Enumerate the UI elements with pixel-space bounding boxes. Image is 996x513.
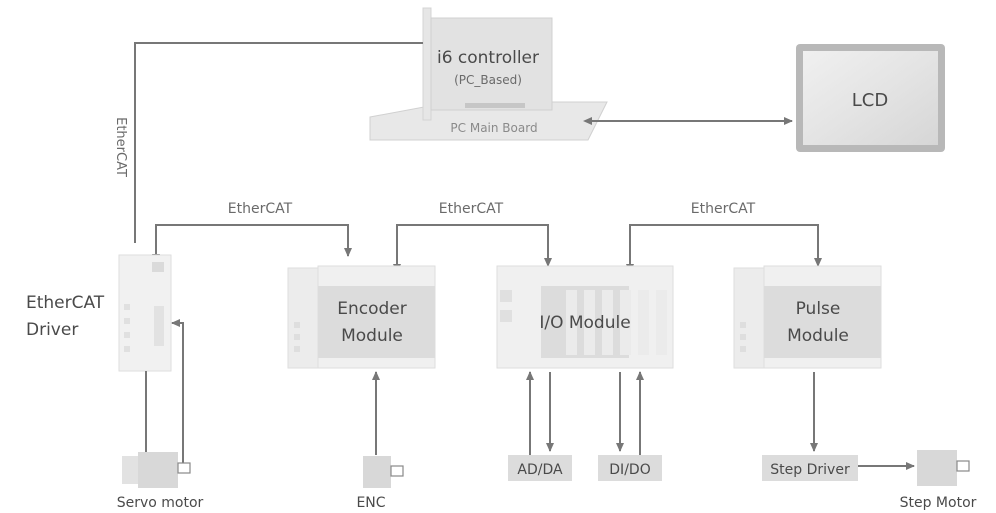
- step-driver-box: [762, 455, 858, 481]
- enc-icon: [363, 456, 404, 488]
- lcd-display: [796, 44, 945, 152]
- bus-link-2-label: EtherCAT: [439, 201, 504, 217]
- adda-box: [508, 455, 572, 481]
- controller-card: [430, 17, 553, 111]
- step-motor-label: Step Motor: [900, 495, 977, 511]
- enc-label: ENC: [356, 495, 385, 511]
- lcd-label: LCD: [852, 90, 888, 111]
- servo-feedback-link: [171, 319, 184, 463]
- left-link-label: EtherCAT: [113, 117, 128, 177]
- controller-subtitle: (PC_Based): [454, 73, 522, 87]
- pc-card-bracket: [422, 7, 432, 121]
- ethercat-driver: [118, 254, 172, 372]
- pulse-module-label-1: Pulse: [796, 299, 841, 319]
- pulse-module-label-2: Module: [787, 326, 849, 346]
- encoder-module-label-1: Encoder: [337, 299, 407, 319]
- io-module: [496, 265, 674, 369]
- controller-driver-link: [134, 42, 423, 243]
- dido-label: DI/DO: [609, 462, 650, 478]
- dido-box: [598, 455, 662, 481]
- io-module-label: I/O Module: [539, 313, 630, 333]
- servo-motor-icon: [122, 452, 191, 488]
- bus-link-1: [152, 224, 352, 263]
- step-driver-label: Step Driver: [770, 462, 850, 478]
- driver-label-2: Driver: [26, 320, 78, 340]
- encoder-module: [287, 265, 436, 369]
- bus-link-1-label: EtherCAT: [228, 201, 293, 217]
- bus-link-3-label: EtherCAT: [691, 201, 756, 217]
- adda-label: AD/DA: [517, 462, 563, 478]
- card-slot: [465, 103, 525, 108]
- board-label: PC Main Board: [450, 121, 537, 135]
- step-motor-icon: [917, 450, 970, 486]
- driver-label-1: EtherCAT: [26, 293, 105, 313]
- pc-controller: [369, 7, 608, 141]
- encoder-module-label-2: Module: [341, 326, 403, 346]
- bus-link-3: [626, 224, 822, 273]
- controller-title: i6 controller: [437, 48, 539, 68]
- bus-link-2: [393, 224, 552, 273]
- servo-motor-label: Servo motor: [117, 495, 204, 511]
- pulse-module: [733, 265, 882, 369]
